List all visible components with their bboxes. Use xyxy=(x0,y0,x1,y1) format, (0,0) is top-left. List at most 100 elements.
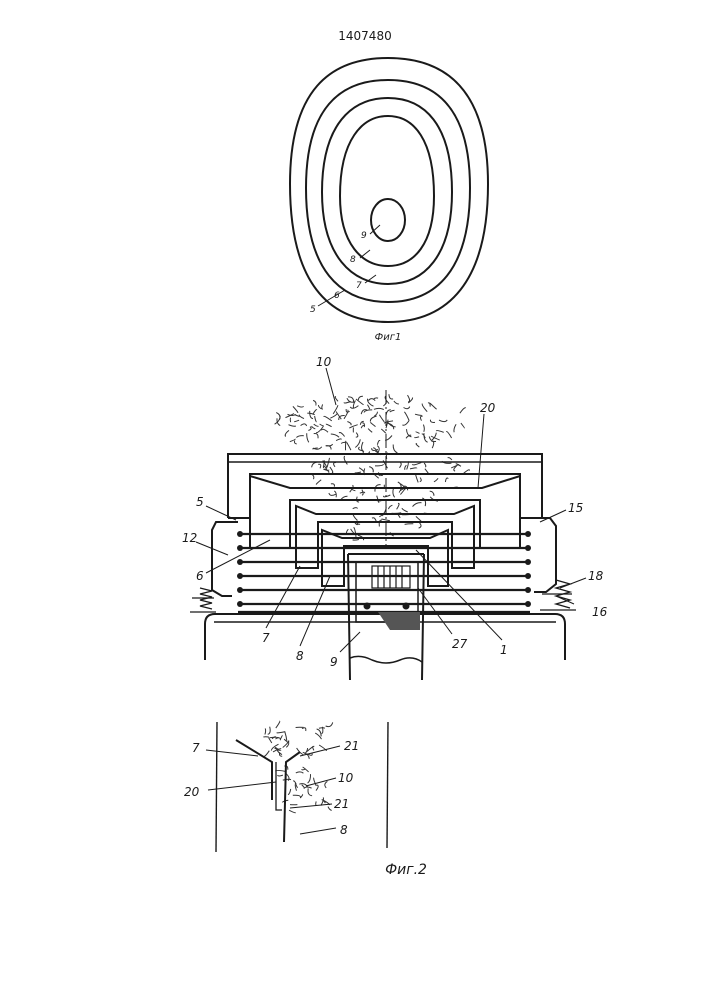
label-16: 16 xyxy=(592,605,608,619)
fiber-stroke xyxy=(430,491,434,496)
fiber-tuft-detail xyxy=(263,721,332,813)
fiber-tuft-10 xyxy=(275,394,470,540)
fiber-stroke xyxy=(423,425,424,432)
label-10: 10 xyxy=(316,355,332,369)
detail-plate-7 xyxy=(236,740,272,800)
shaft-pin-left xyxy=(364,603,371,610)
fiber-stroke xyxy=(302,785,305,789)
fiber-stroke xyxy=(416,444,419,447)
fiber-stroke xyxy=(381,429,386,434)
fiber-stroke xyxy=(331,434,339,437)
fiber-stroke xyxy=(308,427,311,431)
fiber-stroke xyxy=(331,484,335,487)
fiber-stroke xyxy=(416,474,419,482)
fiber-stroke xyxy=(448,458,452,460)
label-15: 15 xyxy=(568,501,583,515)
fiber-stroke xyxy=(288,789,291,795)
fiber-stroke xyxy=(314,778,317,786)
fig1-label-5: 5 xyxy=(310,305,316,315)
fiber-stroke xyxy=(277,732,286,733)
fiber-stroke xyxy=(400,463,402,468)
fiber-stroke xyxy=(289,425,296,427)
fiber-stroke xyxy=(318,464,321,468)
fiber-stroke xyxy=(415,414,422,415)
fiber-stroke xyxy=(324,416,332,421)
fiber-stroke xyxy=(297,406,303,407)
fiber-stroke xyxy=(386,410,391,416)
fig1-label-8: 8 xyxy=(350,255,356,265)
fiber-stroke xyxy=(353,508,358,509)
fiber-stroke xyxy=(302,769,306,770)
fiber-stroke xyxy=(328,807,332,811)
spring-left xyxy=(190,588,216,612)
fiber-stroke xyxy=(408,395,410,402)
fiber-stroke xyxy=(430,420,435,423)
fiber-stroke xyxy=(285,732,287,741)
bracket-right xyxy=(532,518,556,592)
ring-6 xyxy=(306,80,470,302)
fiber-stroke xyxy=(367,405,369,409)
label-12: 12 xyxy=(182,531,197,545)
fiber-stroke xyxy=(347,442,351,450)
fiber-stroke xyxy=(290,418,291,422)
fiber-stroke xyxy=(410,468,417,469)
fig2-leaders xyxy=(196,368,586,652)
ring-7 xyxy=(322,98,452,284)
fiber-stroke xyxy=(321,429,328,432)
fiber-stroke xyxy=(434,478,438,482)
fiber-stroke xyxy=(431,441,433,448)
fiber-stroke xyxy=(285,430,289,436)
detail-label-21-bottom: 21 xyxy=(334,797,349,811)
fiber-stroke xyxy=(299,415,304,419)
core-9 xyxy=(371,199,405,241)
fiber-stroke xyxy=(430,403,437,409)
label-7: 7 xyxy=(262,631,270,645)
fiber-stroke xyxy=(329,493,336,495)
fiber-stroke xyxy=(375,464,384,466)
fiber-stroke xyxy=(275,770,285,771)
fiber-stroke xyxy=(420,416,422,421)
fiber-stroke xyxy=(307,433,309,442)
fiber-stroke xyxy=(339,432,345,436)
fiber-stroke xyxy=(404,407,410,409)
fiber-stroke xyxy=(293,781,296,784)
fiber-stroke xyxy=(278,775,283,776)
fiber-stroke xyxy=(420,478,421,482)
label-6: 6 xyxy=(196,569,204,583)
fiber-stroke xyxy=(316,785,318,791)
fiber-stroke xyxy=(314,433,318,438)
fiber-stroke xyxy=(330,414,337,419)
fiber-stroke xyxy=(330,467,333,472)
fiber-stroke xyxy=(276,721,280,728)
fiber-stroke xyxy=(314,424,319,426)
patent-number: 1407480 xyxy=(338,29,391,43)
label-5: 5 xyxy=(196,495,204,509)
detail-label-20: 20 xyxy=(184,785,200,799)
fiber-stroke xyxy=(413,503,422,507)
label-27: 27 xyxy=(452,637,468,651)
ring-8 xyxy=(340,116,434,266)
fiber-stroke xyxy=(416,432,420,433)
detail-label-10: 10 xyxy=(338,771,354,785)
fiber-stroke xyxy=(355,472,361,473)
label-20: 20 xyxy=(480,401,496,415)
fiber-stroke xyxy=(415,437,419,438)
fiber-stroke xyxy=(358,396,363,400)
fiber-stroke xyxy=(374,408,384,409)
fiber-stroke xyxy=(296,772,304,773)
fiber-stroke xyxy=(397,503,399,509)
fiber-stroke xyxy=(318,405,321,409)
fiber-stroke xyxy=(454,424,456,432)
fiber-stroke xyxy=(356,399,364,405)
fiber-stroke xyxy=(296,436,303,438)
fiber-stroke xyxy=(264,751,270,757)
shaft-pin-right xyxy=(403,603,410,610)
fiber-stroke xyxy=(308,788,312,795)
label-1: 1 xyxy=(500,643,508,657)
fiber-stroke xyxy=(388,423,394,429)
fiber-stroke xyxy=(394,401,399,404)
fiber-stroke xyxy=(364,410,372,413)
fiber-stroke xyxy=(382,519,390,521)
fig1-label-7: 7 xyxy=(356,281,362,291)
